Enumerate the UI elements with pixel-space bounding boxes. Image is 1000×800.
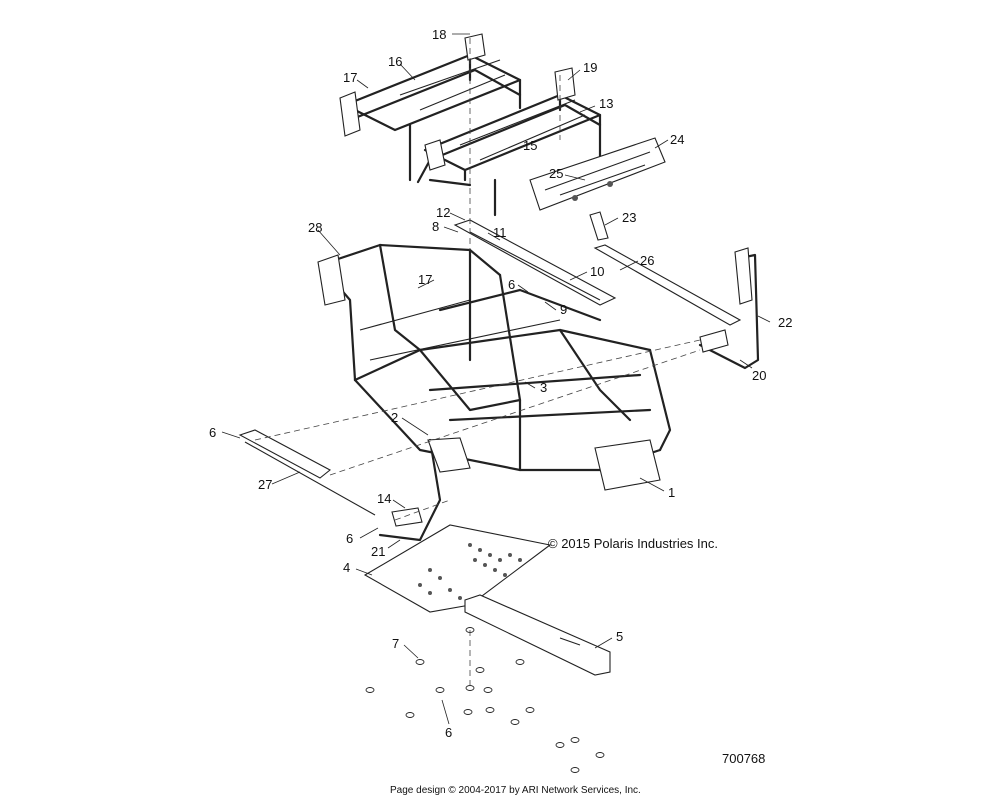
skid-plate-holes: [418, 543, 522, 600]
callout-26: 26: [640, 253, 654, 268]
callout-23: 23: [622, 210, 636, 225]
callout-21: 21: [371, 544, 385, 559]
callout-6: 6: [346, 531, 353, 546]
callout-7: 7: [392, 636, 399, 651]
callout-1: 1: [668, 485, 675, 500]
fasteners: [365, 627, 605, 773]
callout-15: 15: [523, 138, 537, 153]
diagram-reference-number: 700768: [722, 751, 765, 766]
skid-plate-5: [464, 594, 611, 676]
callout-13: 13: [599, 96, 613, 111]
callout-16: 16: [388, 54, 402, 69]
callout-22: 22: [778, 315, 792, 330]
callout-17: 17: [418, 272, 432, 287]
callout-17: 17: [343, 70, 357, 85]
leader-lines: [221, 33, 771, 725]
callout-10: 10: [590, 264, 604, 279]
callout-9: 9: [560, 302, 567, 317]
skid-plate-4: [363, 524, 552, 613]
callouts: 18 16 17 19 13 15 24 25 23 12 8 11 28 26…: [209, 27, 792, 740]
callout-6: 6: [445, 725, 452, 740]
callout-27: 27: [258, 477, 272, 492]
callout-3: 3: [540, 380, 547, 395]
callout-24: 24: [670, 132, 684, 147]
callout-8: 8: [432, 219, 439, 234]
callout-19: 19: [583, 60, 597, 75]
main-frame: [317, 243, 672, 491]
callout-18: 18: [432, 27, 446, 42]
callout-12: 12: [436, 205, 450, 220]
crossmember-24: [529, 137, 666, 241]
rail-10-11: [453, 219, 742, 326]
callout-20: 20: [752, 368, 766, 383]
callout-11: 11: [493, 225, 507, 240]
callout-28: 28: [308, 220, 322, 235]
callout-4: 4: [343, 560, 350, 575]
callout-14: 14: [377, 491, 391, 506]
copyright-notice: © 2015 Polaris Industries Inc.: [548, 536, 718, 551]
callout-6: 6: [209, 425, 216, 440]
side-step-21: [238, 429, 471, 542]
callout-2: 2: [391, 410, 398, 425]
callout-5: 5: [616, 629, 623, 644]
side-step-20: [698, 247, 760, 370]
callout-25: 25: [549, 166, 563, 181]
page-footer: Page design © 2004-2017 by ARI Network S…: [390, 785, 641, 796]
alignment-lines: [254, 38, 701, 690]
callout-6: 6: [508, 277, 515, 292]
